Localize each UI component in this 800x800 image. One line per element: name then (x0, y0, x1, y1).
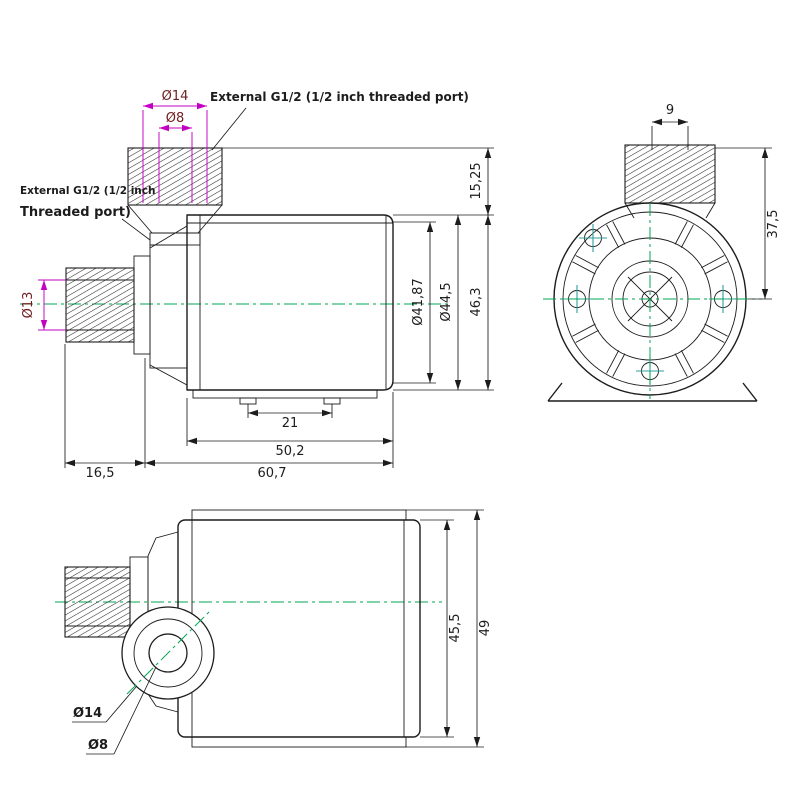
view-bottom: 45,5 49 Ø14 Ø8 (55, 509, 493, 755)
label-text-outlet-outer-dia: Ø14 (73, 706, 102, 721)
side-inlet-threaded-port (65, 267, 135, 343)
label-outlet-outer-dia: Ø14 (72, 686, 137, 723)
dim-text-front-port-bore: 9 (666, 103, 674, 118)
side-inlet-flange (133, 255, 151, 355)
dim-motor-inner-dia: Ø41,87 (411, 222, 434, 383)
dim-text-motor-inner-dia: Ø41,87 (411, 278, 426, 325)
dim-feet-spacing: 21 (248, 409, 332, 431)
dim-body-length: 50,2 (187, 437, 393, 459)
note-left-port-line1: External G1/2 (1/2 inch (20, 185, 155, 197)
dim-text-body-length: 50,2 (276, 444, 305, 459)
side-foot-left (239, 397, 257, 405)
side-inlet-bore-lines (66, 279, 134, 331)
dim-motor-outer-dia: Ø44,5 (439, 215, 462, 390)
bottom-top-rail (191, 509, 407, 521)
side-motor-body (186, 214, 394, 391)
dim-total-length: 60,7 (145, 459, 393, 481)
label-text-outlet-inner-dia: Ø8 (88, 738, 108, 753)
label-outlet-inner-dia: Ø8 (86, 666, 157, 755)
side-pump-head (149, 244, 188, 369)
note-left-port: External G1/2 (1/2 inch Threaded port) (20, 185, 155, 241)
dim-text-port-height: 15,25 (469, 162, 484, 199)
bottom-inlet-bore-lines (65, 577, 130, 627)
view-side: Ø14 Ø8 External G1/2 (1/2 inch threaded … (20, 89, 494, 481)
dim-inlet-port-length: 16,5 (65, 459, 145, 481)
dim-text-front-port-to-center: 37,5 (766, 210, 781, 239)
dim-bottom-overall-width: 49 (406, 509, 493, 748)
dim-top-port-inner-dia: Ø8 (158, 111, 193, 203)
side-bottom-extension-lines (64, 344, 394, 468)
dim-text-top-inner-dia: Ø8 (166, 111, 185, 126)
front-base (547, 382, 758, 402)
note-left-port-line2: Threaded port) (20, 205, 131, 220)
dim-text-left-bore-dia: Ø13 (21, 292, 36, 319)
bottom-bottom-rail (191, 736, 407, 748)
side-top-threaded-port (127, 147, 223, 206)
side-right-extension-lines (222, 147, 494, 391)
bottom-inlet-threaded-port (64, 566, 131, 638)
front-top-threaded-port (624, 144, 716, 204)
dim-left-port-bore-dia: Ø13 (21, 279, 66, 331)
dim-front-port-bore: 9 (651, 103, 689, 150)
side-head-braces (149, 225, 188, 386)
bottom-motor-body (177, 519, 421, 738)
dim-text-inlet-port-length: 16,5 (86, 466, 115, 481)
side-base-plate (192, 389, 378, 399)
dim-text-body-dia: 46,3 (469, 288, 484, 317)
bottom-outlet-diagonal-centerline (126, 611, 210, 695)
front-screw-top-left (579, 224, 607, 252)
dim-body-dia: 46,3 (469, 215, 492, 390)
dim-bottom-body-width: 45,5 (420, 519, 463, 738)
side-top-port-funnel (127, 204, 223, 234)
side-foot-right (323, 397, 341, 405)
dim-port-height: 15,25 (469, 148, 492, 215)
dim-text-motor-outer-dia: Ø44,5 (439, 282, 454, 321)
view-front: 9 37,5 (543, 103, 781, 402)
dim-text-top-outer-dia: Ø14 (162, 89, 189, 104)
front-ribs (572, 221, 728, 377)
bottom-outlet-mid-circle (133, 618, 203, 688)
dim-front-port-to-center: 37,5 (715, 147, 781, 300)
note-top-port-text: External G1/2 (1/2 inch threaded port) (210, 90, 469, 104)
dim-text-bottom-overall-width: 49 (478, 620, 493, 637)
dim-top-port-outer-dia: Ø14 (142, 89, 208, 203)
dim-text-total-length: 60,7 (258, 466, 287, 481)
dim-text-bottom-body-width: 45,5 (448, 614, 463, 643)
dim-text-feet-spacing: 21 (282, 416, 299, 431)
note-top-port: External G1/2 (1/2 inch threaded port) (210, 90, 469, 151)
